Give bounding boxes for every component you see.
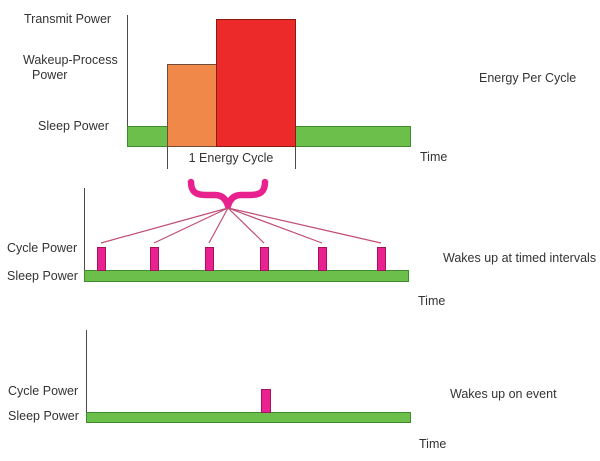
sleep-power-strip-bottom: [86, 412, 411, 423]
curly-brace-icon: [187, 178, 269, 210]
annotation-wakes-on-event: Wakes up on event: [450, 387, 557, 401]
time-label-top: Time: [420, 150, 448, 164]
annotation-energy-per-cycle: Energy Per Cycle: [479, 71, 577, 85]
fan-line: [227, 207, 323, 244]
cycle-tick-right: [295, 147, 296, 169]
label-cycle-power-bottom: Cycle Power: [8, 384, 79, 398]
y-axis-top: [127, 15, 128, 147]
y-axis-bottom: [86, 330, 87, 423]
y-axis-middle: [84, 188, 85, 282]
energy-cycle-span-label: 1 Energy Cycle: [188, 151, 274, 165]
sleep-power-strip-middle: [84, 270, 409, 282]
wakeup-pulse: [97, 247, 106, 271]
event-pulse: [261, 389, 271, 413]
annotation-timed-intervals: Wakes up at timed intervals: [443, 251, 597, 265]
label-sleep-power-bottom: Sleep Power: [8, 409, 79, 423]
wakeup-pulse: [150, 247, 159, 271]
wakeup-pulse: [205, 247, 214, 271]
label-transmit-power: Transmit Power: [24, 12, 112, 26]
label-sleep-power-top: Sleep Power: [38, 119, 109, 133]
fan-line: [227, 207, 265, 244]
label-cycle-power-mid: Cycle Power: [7, 241, 78, 255]
wakeup-pulse: [318, 247, 327, 271]
fan-line: [153, 207, 229, 244]
label-wakeup-process-power: Power: [32, 68, 68, 82]
fan-line: [208, 207, 229, 244]
fan-line: [100, 207, 229, 244]
transmit-bar: [216, 19, 296, 147]
time-label-bottom: Time: [419, 437, 447, 451]
cycle-tick-left: [167, 147, 168, 169]
fan-line: [227, 207, 382, 244]
label-sleep-power-mid: Sleep Power: [7, 269, 78, 283]
wakeup-pulse: [377, 247, 386, 271]
wakeup-pulse: [260, 247, 269, 271]
fan-lines: [100, 207, 382, 244]
time-label-middle: Time: [418, 294, 446, 308]
label-wakeup-process: Wakeup-Process: [23, 53, 118, 67]
wakeup-process-bar: [167, 64, 218, 147]
